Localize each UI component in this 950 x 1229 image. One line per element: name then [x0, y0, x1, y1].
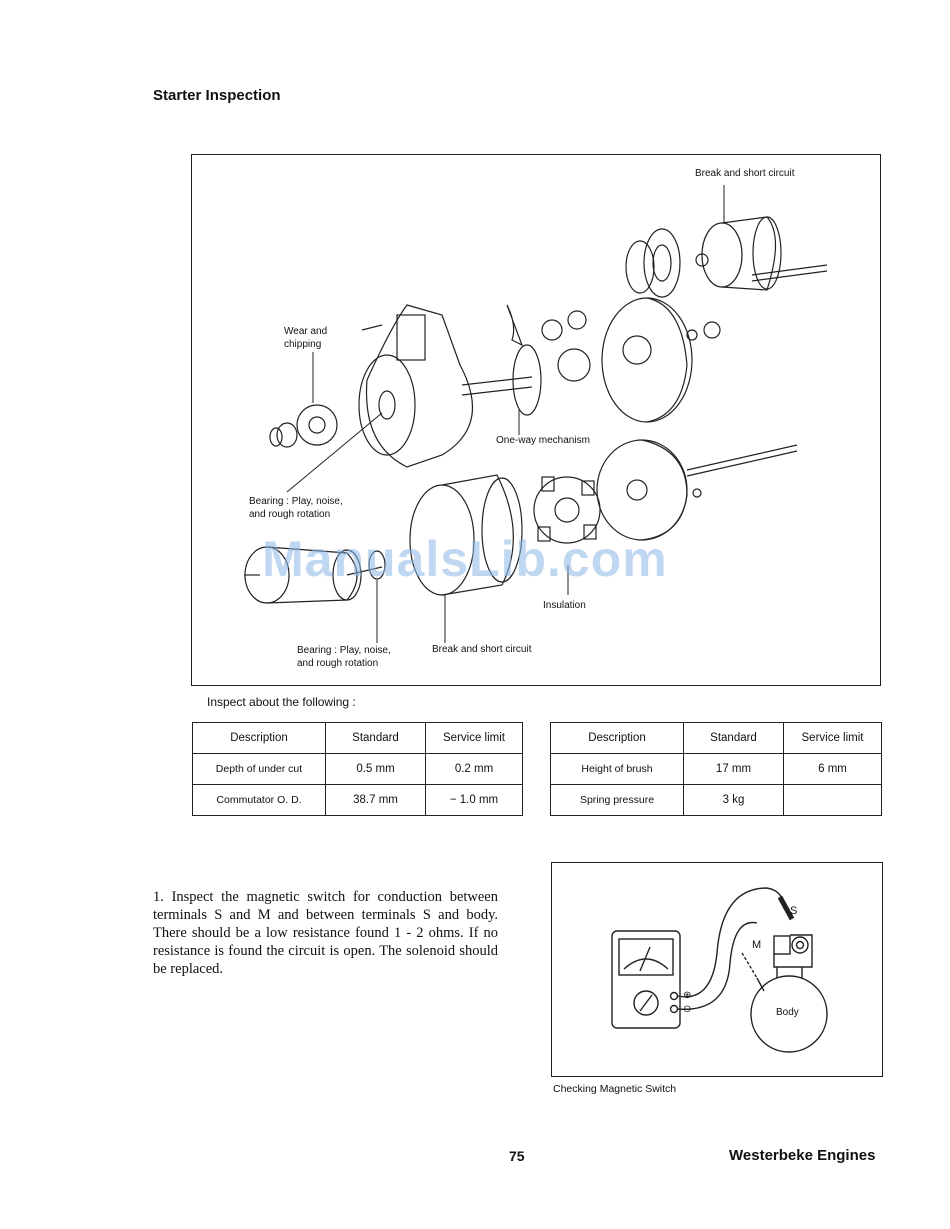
label-bearing-1: Bearing : Play, noise, and rough rotatio… — [249, 496, 343, 520]
spec-table-left: Description Standard Service limit Depth… — [192, 722, 523, 816]
table-cell: 0.5 mm — [325, 753, 426, 785]
label-break-short-bottom: Break and short circuit — [432, 644, 532, 655]
label-insulation: Insulation — [543, 600, 586, 611]
table-row: Spring pressure 3 kg — [550, 784, 882, 816]
watermark: ManualsLib.com — [262, 531, 668, 587]
pinion-gear-part — [269, 404, 338, 448]
table-cell: 6 mm — [783, 753, 882, 785]
page-title: Starter Inspection — [153, 87, 281, 104]
table-cell: Height of brush — [550, 753, 684, 785]
starter-parts-illustration — [244, 185, 828, 643]
label-wear-chipping: Wear and chipping — [284, 326, 328, 350]
spec-table-right: Description Standard Service limit Heigh… — [550, 722, 882, 816]
table-cell — [783, 784, 882, 816]
magnetic-switch-part — [625, 216, 828, 298]
table-cell: Commutator O. D. — [192, 784, 326, 816]
meter-body-icon — [611, 930, 681, 1029]
step-1-text: 1. Inspect the magnetic switch for condu… — [153, 889, 498, 977]
table-header-cell: Description — [192, 722, 326, 754]
table-header-cell: Standard — [325, 722, 426, 754]
table-header-cell: Service limit — [783, 722, 882, 754]
page-number: 75 — [509, 1148, 525, 1164]
table-header-cell: Service limit — [425, 722, 523, 754]
label-bearing-2: Bearing : Play, noise, and rough rotatio… — [297, 645, 391, 669]
table-cell: Depth of under cut — [192, 753, 326, 785]
terminal-m-icon — [773, 935, 791, 955]
label-s-terminal: S — [790, 905, 798, 917]
table-cell: Spring pressure — [550, 784, 684, 816]
table-cell: 0.2 mm — [425, 753, 523, 785]
terminal-s-icon — [791, 936, 809, 954]
table-row: Height of brush 17 mm 6 mm — [550, 753, 882, 785]
magnetic-switch-figure: S M Body ⊕ ⊖ — [551, 862, 883, 1077]
starter-exploded-diagram: Break and short circuit Wear and chippin… — [191, 154, 881, 686]
label-one-way-mechanism: One-way mechanism — [496, 435, 590, 446]
table-row: Commutator O. D. 38.7 mm − 1.0 mm — [192, 784, 523, 816]
table-cell: − 1.0 mm — [425, 784, 523, 816]
inspect-note: Inspect about the following : — [207, 695, 356, 709]
meter-switch-illustration — [611, 887, 828, 1053]
end-frame-part — [601, 297, 721, 423]
footer-brand: Westerbeke Engines — [729, 1147, 876, 1164]
table-header-cell: Description — [550, 722, 684, 754]
table-row: Depth of under cut 0.5 mm 0.2 mm — [192, 753, 523, 785]
rear-cover-part — [596, 439, 798, 541]
meter-knob-icon — [633, 990, 659, 1016]
figure-caption: Checking Magnetic Switch — [553, 1083, 677, 1095]
yoke-part — [409, 474, 523, 596]
meter-dial-icon — [618, 938, 674, 976]
drive-housing-part — [358, 304, 474, 468]
shaft-lever-part — [461, 304, 591, 416]
armature-part — [244, 546, 386, 604]
label-plus-terminal: ⊕ — [683, 990, 692, 1001]
table-header-row: Description Standard Service limit — [192, 722, 523, 754]
table-cell: 3 kg — [683, 784, 784, 816]
table-header-cell: Standard — [683, 722, 784, 754]
table-cell: 38.7 mm — [325, 784, 426, 816]
solenoid-body-icon — [750, 975, 828, 1053]
table-header-row: Description Standard Service limit — [550, 722, 882, 754]
label-m-terminal: M — [752, 939, 762, 951]
table-cell: 17 mm — [683, 753, 784, 785]
label-break-short-top: Break and short circuit — [695, 168, 795, 179]
label-body: Body — [776, 1007, 799, 1018]
label-minus-terminal: ⊖ — [683, 1004, 692, 1015]
